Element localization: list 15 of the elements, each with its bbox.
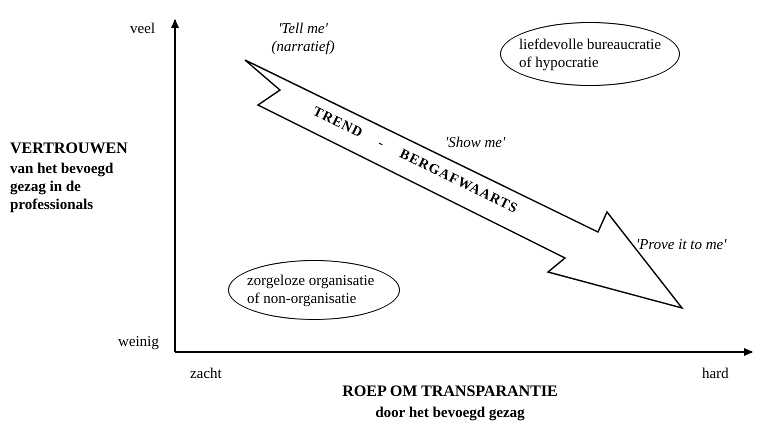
axis-tick-label: zacht bbox=[190, 365, 223, 383]
ellipse-node bbox=[228, 260, 400, 320]
axis-title: VERTROUWEN bbox=[10, 140, 129, 158]
ellipse-node bbox=[500, 22, 680, 86]
annotation-text: 'Show me' bbox=[445, 134, 506, 151]
axis-subtitle: door het bevoegd gezag bbox=[374, 404, 526, 422]
axis-tick-label: hard bbox=[702, 365, 730, 383]
axis-tick-label: veel bbox=[130, 20, 156, 38]
ellipse-text: zorgeloze organisatie of non-organisatie bbox=[247, 272, 376, 308]
annotation-text: 'Prove it to me' bbox=[636, 236, 728, 254]
axis-tick-label: weinig bbox=[118, 333, 160, 351]
axis-title: ROEP OM TRANSPARANTIE bbox=[341, 383, 559, 401]
annotation-text: 'Tell me' (narratief) bbox=[270, 20, 336, 56]
axis-subtitle: van het bevoegd gezag in de professionals bbox=[10, 160, 114, 214]
ellipse-text: liefdevolle bureaucratie of hypocratie bbox=[519, 36, 661, 72]
